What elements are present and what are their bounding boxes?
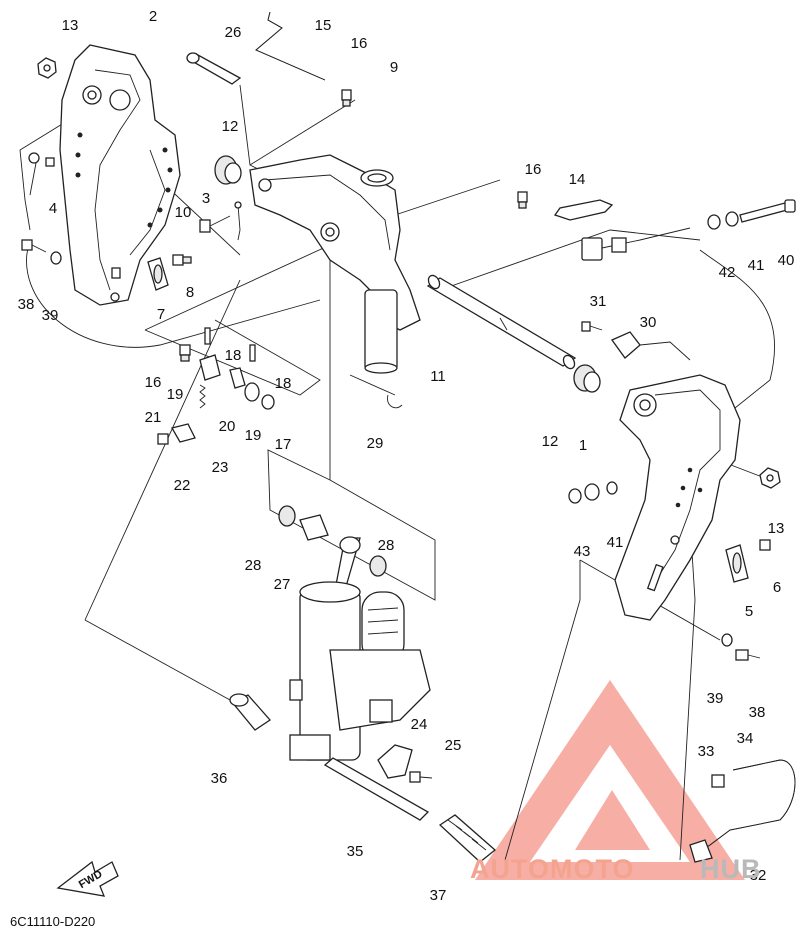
callout-c40: 40 [778, 252, 795, 269]
bolt-8 [172, 254, 192, 266]
callout-c21: 21 [145, 409, 162, 426]
callout-c3: 3 [202, 190, 210, 207]
callout-c41b: 41 [607, 534, 624, 551]
bolt-31 [581, 321, 603, 332]
callout-c32: 32 [750, 867, 767, 884]
rod-15 [255, 11, 326, 81]
callout-c18a: 18 [225, 347, 242, 364]
power-trim-tilt-unit [289, 536, 431, 761]
callout-c8: 8 [186, 284, 194, 301]
callout-c12a: 12 [222, 118, 239, 135]
callout-c25: 25 [445, 737, 462, 754]
plate-24-bolt-25 [377, 744, 433, 783]
callout-c16b: 16 [525, 161, 542, 178]
nut-13-right [759, 467, 781, 489]
bushings-27-28 [278, 505, 387, 577]
washers-43-41 [568, 481, 618, 504]
callout-c35: 35 [347, 843, 364, 860]
callout-c28a: 28 [245, 557, 262, 574]
sensor-30 [611, 331, 691, 361]
nut-13-left [37, 57, 57, 79]
bracket-14 [553, 199, 691, 261]
callout-c17: 17 [275, 436, 292, 453]
leader-lines [19, 84, 775, 861]
callout-c12b: 12 [542, 433, 559, 450]
callout-c19a: 19 [167, 386, 184, 403]
callout-c36: 36 [211, 770, 228, 787]
callout-c7: 7 [157, 306, 165, 323]
callout-c13b: 13 [768, 520, 785, 537]
spring-37 [438, 814, 497, 863]
plate-23-bolt-22 [157, 423, 196, 445]
callout-c14: 14 [569, 171, 586, 188]
watermark-logo [475, 680, 745, 880]
callout-c5: 5 [745, 603, 753, 620]
callout-c38a: 38 [18, 296, 35, 313]
callout-c19b: 19 [245, 427, 262, 444]
callout-c16a: 16 [351, 35, 368, 52]
cable-3 [234, 201, 242, 241]
callout-c27: 27 [274, 576, 291, 593]
callout-c39b: 39 [707, 690, 724, 707]
hose-32-34 [689, 759, 796, 863]
callout-c38b: 38 [749, 704, 766, 721]
bushing-12-upper [214, 155, 242, 185]
bushing-36 [229, 693, 271, 731]
callout-c31: 31 [590, 293, 607, 310]
callout-c29: 29 [367, 435, 384, 452]
swivel-bracket [249, 154, 421, 374]
pin-26 [186, 52, 242, 85]
callout-c16c: 16 [145, 374, 162, 391]
callout-c13a: 13 [62, 17, 79, 34]
drawing-code: 6C11110-D220 [10, 914, 95, 929]
bolt-16-b [517, 191, 528, 209]
shaft-35 [323, 757, 430, 821]
bushing-12-lower [573, 364, 601, 393]
pins-18-20-21 [199, 327, 275, 410]
callout-c22: 22 [174, 477, 191, 494]
starboard-clamp-bracket [614, 374, 741, 621]
watermark-text-hub: HUB [700, 854, 762, 884]
callout-c33: 33 [698, 743, 715, 760]
callout-c37: 37 [430, 887, 447, 904]
fwd-arrow-icon [56, 860, 119, 897]
callout-c6: 6 [773, 579, 781, 596]
callout-c34: 34 [737, 730, 754, 747]
callout-c15: 15 [315, 17, 332, 34]
plate-7 [147, 257, 169, 291]
bolt-40 [707, 199, 796, 230]
callout-c30: 30 [640, 314, 657, 331]
tilt-shaft [426, 274, 577, 370]
callout-c9: 9 [390, 59, 398, 76]
port-clamp-bracket [59, 44, 181, 306]
callout-c10: 10 [175, 204, 192, 221]
callout-c23: 23 [212, 459, 229, 476]
callout-c20: 20 [219, 418, 236, 435]
callout-c4: 4 [49, 200, 57, 217]
callout-c26: 26 [225, 24, 242, 41]
callout-c24: 24 [411, 716, 428, 733]
callout-c43: 43 [574, 543, 591, 560]
callout-c11: 11 [430, 368, 446, 385]
bolt-16-c [179, 344, 191, 362]
callout-c28b: 28 [378, 537, 395, 554]
callout-c2: 2 [149, 8, 157, 25]
plate-5-bolt-6 [725, 539, 771, 583]
callout-c18b: 18 [275, 375, 292, 392]
watermark-text-automoto: AUTOMOTO [470, 854, 635, 884]
clip-4 [28, 152, 55, 196]
bolt-10 [199, 215, 231, 233]
callout-c41a: 41 [748, 257, 765, 274]
washer-38-39-left [21, 239, 62, 265]
bolt-16-a [341, 89, 352, 107]
washer-38-39-right [721, 633, 761, 661]
callout-c42: 42 [719, 264, 736, 281]
callout-c39a: 39 [42, 307, 59, 324]
callout-c1: 1 [579, 437, 587, 454]
clip-29 [387, 394, 403, 409]
